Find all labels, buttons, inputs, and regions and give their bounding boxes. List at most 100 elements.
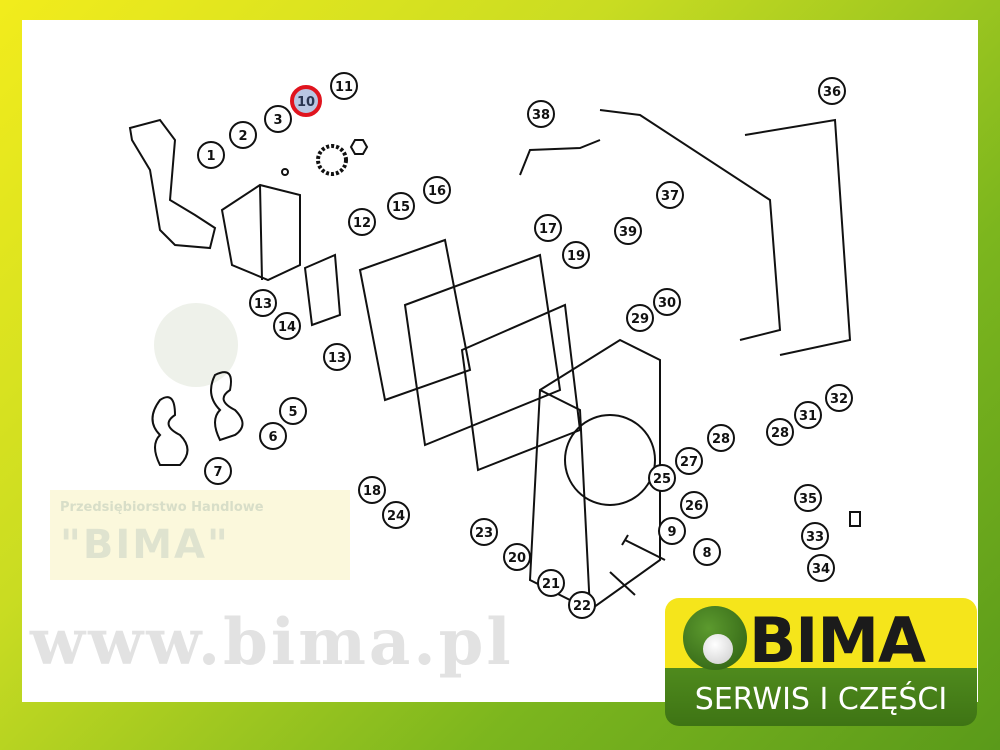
part-38-pipe [519,139,601,176]
callout-circle [680,491,708,519]
callout-15[interactable]: 15 [387,192,415,220]
callout-number: 35 [799,492,817,507]
callout-10[interactable]: 10 [290,85,322,117]
callout-39[interactable]: 39 [614,217,642,245]
callout-circle [807,554,835,582]
parts [128,109,861,612]
callout-number: 39 [619,225,637,240]
callout-circle [249,289,277,317]
callout-circle [693,538,721,566]
callout-circle [794,401,822,429]
callout-32[interactable]: 32 [825,384,853,412]
callout-number: 21 [542,577,560,592]
callout-13[interactable]: 13 [323,343,351,371]
callout-31[interactable]: 31 [794,401,822,429]
part-14-plate [303,253,342,327]
part-2-pump-housing [220,183,301,282]
callout-38[interactable]: 38 [527,100,555,128]
callout-30[interactable]: 30 [653,288,681,316]
callout-16[interactable]: 16 [423,176,451,204]
callout-number: 33 [806,530,824,545]
callout-circle [264,105,292,133]
callout-number: 12 [353,216,371,231]
callout-circle [348,208,376,236]
callout-28[interactable]: 28 [766,418,794,446]
callout-35[interactable]: 35 [794,484,822,512]
callout-circle [818,77,846,105]
callout-circle [626,304,654,332]
callout-number: 22 [573,599,591,614]
callout-circle [279,397,307,425]
callout-24[interactable]: 24 [382,501,410,529]
callout-circle [568,591,596,619]
callout-circle [562,241,590,269]
callout-29[interactable]: 29 [626,304,654,332]
callout-23[interactable]: 23 [470,518,498,546]
callout-number: 19 [567,249,585,264]
logo-name: BIMA [749,604,926,677]
selected-highlight-ring [290,85,322,117]
callout-3[interactable]: 3 [264,105,292,133]
callout-circle [648,464,676,492]
callout-26[interactable]: 26 [680,491,708,519]
callout-21[interactable]: 21 [537,569,565,597]
callout-34[interactable]: 34 [807,554,835,582]
part-37-pipe [599,109,782,341]
watermark-company-name: "BIMA" [60,522,230,568]
callout-circle [273,312,301,340]
callout-number: 38 [532,108,550,123]
callout-number: 14 [278,320,296,335]
callout-20[interactable]: 20 [503,543,531,571]
callout-circle [358,476,386,504]
callout-8[interactable]: 8 [693,538,721,566]
callout-1[interactable]: 1 [197,141,225,169]
callout-number: 32 [830,392,848,407]
callout-number: 29 [631,312,649,327]
callout-11[interactable]: 11 [330,72,358,100]
callout-36[interactable]: 36 [818,77,846,105]
part-22-bolt [609,571,636,596]
callout-number: 28 [771,426,789,441]
callout-number: 31 [799,409,817,424]
callout-number: 7 [213,465,222,480]
part-19-gasket [460,303,582,472]
callout-number: 36 [823,85,841,100]
callout-circle [204,457,232,485]
callout-circle [259,422,287,450]
callout-circle [423,176,451,204]
callout-circle [330,72,358,100]
callout-6[interactable]: 6 [259,422,287,450]
callout-5[interactable]: 5 [279,397,307,425]
callout-2[interactable]: 2 [229,121,257,149]
callout-27[interactable]: 27 [675,447,703,475]
callout-number: 34 [812,562,830,577]
part-20-bore [564,414,656,506]
callout-number: 23 [475,526,493,541]
callout-circle [229,121,257,149]
callout-33[interactable]: 33 [801,522,829,550]
callout-number: 9 [667,525,676,540]
part-17-plate [403,253,562,447]
callout-22[interactable]: 22 [568,591,596,619]
callout-13[interactable]: 13 [249,289,277,317]
callout-circle [382,501,410,529]
callout-number: 24 [387,509,405,524]
callout-17[interactable]: 17 [534,214,562,242]
callout-37[interactable]: 37 [656,181,684,209]
bima-logo: BIMA SERWIS I CZĘŚCI [665,598,977,726]
callout-7[interactable]: 7 [204,457,232,485]
callout-25[interactable]: 25 [648,464,676,492]
part-3-pin [281,168,289,176]
callout-number: 2 [238,129,247,144]
callout-12[interactable]: 12 [348,208,376,236]
callout-circle [197,141,225,169]
callout-19[interactable]: 19 [562,241,590,269]
callout-circle [537,569,565,597]
part-10-gear [316,144,348,176]
callout-number: 26 [685,499,703,514]
callout-14[interactable]: 14 [273,312,301,340]
callout-number: 20 [508,551,526,566]
callout-28[interactable]: 28 [707,424,735,452]
callout-9[interactable]: 9 [658,517,686,545]
callout-18[interactable]: 18 [358,476,386,504]
